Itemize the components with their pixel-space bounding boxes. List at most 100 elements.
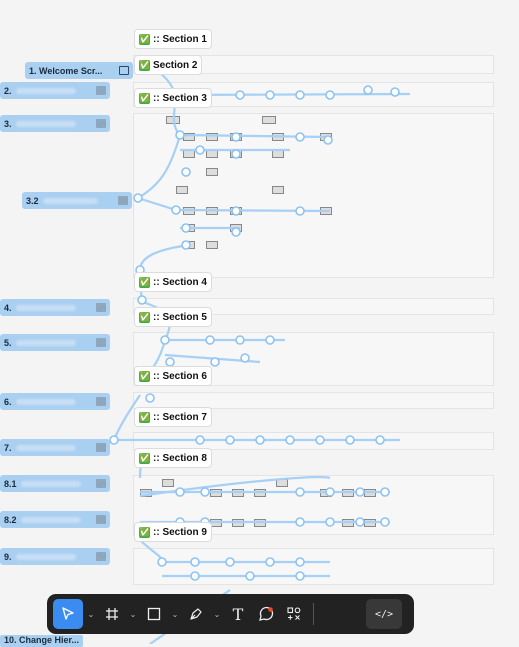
section-header-7[interactable]: ✅ :: Section 7 [134, 407, 212, 427]
section-header-8[interactable]: ✅ :: Section 8 [134, 448, 212, 468]
flow-label-3-2[interactable]: 3.2 [22, 192, 132, 209]
hash-icon [106, 608, 118, 620]
actions-tool-button[interactable] [281, 599, 307, 629]
frame-icon [96, 515, 106, 524]
screen-thumb[interactable] [272, 186, 284, 194]
text-tool-button[interactable]: T [232, 604, 244, 624]
section-header-6[interactable]: ✅ :: Section 6 [134, 366, 212, 386]
flow-label-7[interactable]: 7. [0, 439, 110, 456]
frame-icon [96, 338, 106, 347]
flow-label-text: 8.2 [4, 514, 17, 525]
flow-label-8-1[interactable]: 8.1 [0, 475, 110, 492]
flow-label-text: 5. [4, 337, 12, 348]
section-header-9[interactable]: ✅ :: Section 9 [134, 522, 212, 542]
rectangle-tool-button[interactable] [141, 599, 167, 629]
checkbox-icon: ✅ [139, 370, 151, 382]
section-title: :: Section 7 [153, 411, 207, 423]
flow-label-text: 1. Welcome Scr... [29, 65, 103, 76]
redacted-text [20, 480, 81, 487]
dev-mode-button[interactable]: </> [366, 599, 402, 629]
frame-tool-button[interactable] [99, 599, 125, 629]
frame-icon [96, 397, 106, 406]
flow-label-9[interactable]: 9. [0, 548, 110, 565]
chevron-down-icon[interactable]: ⌄ [213, 609, 221, 619]
comment-icon [259, 606, 274, 621]
screen-thumb[interactable] [262, 116, 276, 124]
checkbox-icon: ✅ [139, 526, 151, 538]
redacted-text [20, 516, 81, 523]
frame-icon [118, 196, 128, 205]
screen-thumb[interactable] [206, 133, 218, 141]
section-header-4[interactable]: ✅ :: Section 4 [134, 272, 212, 292]
section-title: :: Section 9 [153, 526, 207, 538]
pen-icon [190, 608, 202, 620]
screen-thumb[interactable] [162, 479, 174, 487]
flow-label-1[interactable]: 1. Welcome Scr... [25, 62, 133, 79]
redacted-text [15, 304, 76, 311]
redacted-text [15, 444, 76, 451]
checkbox-icon: ✅ [139, 92, 151, 104]
flow-label-text: 3. [4, 118, 12, 129]
comment-tool-button[interactable] [253, 599, 279, 629]
section-title: :: Section 6 [153, 370, 207, 382]
frame-icon [96, 119, 106, 128]
redacted-text [15, 398, 76, 405]
checkbox-icon: ✅ [139, 59, 151, 71]
frame-icon [119, 66, 129, 75]
flow-label-text: 8.1 [4, 478, 17, 489]
redacted-text [15, 553, 76, 560]
flow-label-text: 2. [4, 85, 12, 96]
section-title: :: Section 5 [153, 311, 207, 323]
checkbox-icon: ✅ [139, 33, 151, 45]
chevron-down-icon[interactable]: ⌄ [171, 609, 179, 619]
chevron-down-icon[interactable]: ⌄ [87, 609, 95, 619]
frame-icon [96, 86, 106, 95]
frame-section-6[interactable] [133, 392, 494, 409]
flow-label-2[interactable]: 2. [0, 82, 110, 99]
checkbox-icon: ✅ [139, 276, 151, 288]
redacted-text [42, 197, 98, 204]
cursor-icon [62, 607, 74, 620]
section-title: :: Section 8 [153, 452, 207, 464]
section-header-2[interactable]: ✅ Section 2 [134, 55, 203, 75]
frame-section-3[interactable] [133, 113, 494, 278]
checkbox-icon: ✅ [139, 311, 151, 323]
section-header-5[interactable]: ✅ :: Section 5 [134, 307, 212, 327]
frame-icon [96, 479, 106, 488]
frame-icon [96, 443, 106, 452]
section-title: :: Section 4 [153, 276, 207, 288]
checkbox-icon: ✅ [139, 452, 151, 464]
section-title: :: Section 3 [153, 92, 207, 104]
section-title: Section 2 [153, 59, 198, 71]
flow-label-4[interactable]: 4. [0, 299, 110, 316]
section-header-3[interactable]: ✅ :: Section 3 [134, 88, 212, 108]
flow-label-8-2[interactable]: 8.2 [0, 511, 110, 528]
flow-label-text: 9. [4, 551, 12, 562]
flow-label-text: 3.2 [26, 195, 39, 206]
chevron-down-icon[interactable]: ⌄ [129, 609, 137, 619]
flow-label-6[interactable]: 6. [0, 393, 110, 410]
flow-label-10[interactable]: 10. Change Hier... [0, 635, 84, 647]
frame-section-4[interactable] [133, 298, 494, 315]
screen-thumb[interactable] [206, 168, 218, 176]
flow-label-text: 7. [4, 442, 12, 453]
pen-tool-button[interactable] [183, 599, 209, 629]
screen-thumb[interactable] [206, 241, 218, 249]
section-title: :: Section 1 [153, 33, 207, 45]
redacted-text [15, 120, 76, 127]
flow-label-text: 6. [4, 396, 12, 407]
frame-icon [96, 552, 106, 561]
screen-thumb[interactable] [176, 186, 188, 194]
bottom-toolbar: ⌄ ⌄ ⌄ ⌄ T </> [47, 594, 414, 634]
flow-label-3[interactable]: 3. [0, 115, 110, 132]
move-tool-button[interactable] [53, 599, 83, 629]
actions-icon [287, 607, 301, 620]
flow-label-5[interactable]: 5. [0, 334, 110, 351]
redacted-text [15, 339, 76, 346]
flow-label-text: 4. [4, 302, 12, 313]
section-header-1[interactable]: ✅ :: Section 1 [134, 29, 212, 49]
redacted-text [15, 87, 76, 94]
square-icon [147, 607, 161, 621]
frame-section-2[interactable] [133, 55, 494, 74]
